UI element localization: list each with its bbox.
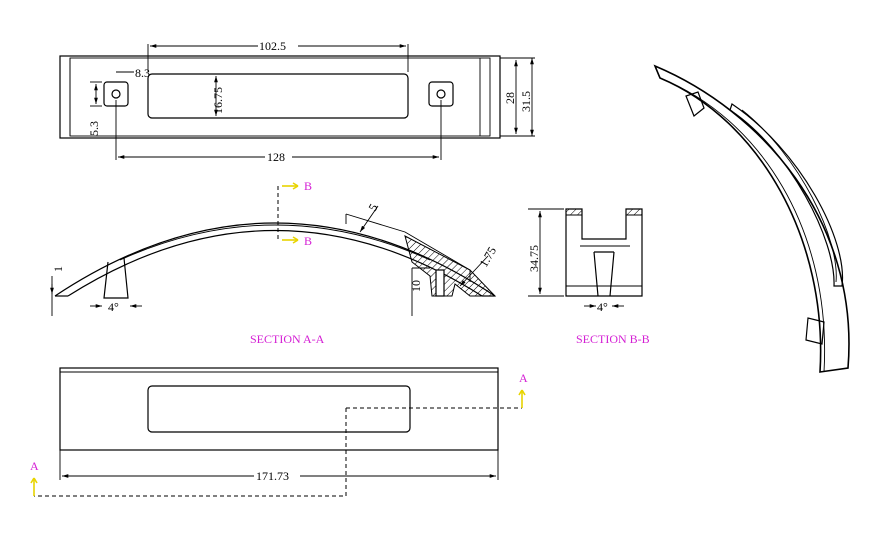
right-hole (436, 89, 446, 99)
slot-outline (147, 73, 409, 119)
dim-secb-angle: 4° (597, 300, 608, 314)
marker-b-bottom: B (304, 234, 312, 248)
dim-height-outer: 31.5 (519, 91, 533, 112)
marker-a-right: A (519, 371, 528, 385)
dim-height-inner: 28 (503, 92, 517, 104)
dim-left-small: 5.3 (87, 121, 101, 136)
marker-a-left: A (30, 459, 39, 473)
iso-leg-top (685, 91, 705, 117)
section-bb-label: SECTION B-B (576, 332, 650, 346)
dim-hole-spacing: 128 (267, 150, 285, 164)
iso-leg-bottom (805, 317, 825, 345)
left-hole (111, 89, 121, 99)
marker-b-top: B (304, 179, 312, 193)
iso-outer-body (653, 64, 850, 373)
dim-arc-thickness: 5 (365, 201, 380, 213)
dim-slot-height: 16.75 (211, 87, 225, 114)
left-leg (103, 257, 129, 299)
isometric-view (653, 64, 850, 373)
iso-slot (729, 103, 844, 287)
dim-arc-end: 1 (51, 266, 65, 272)
dim-bottom-length: 171.73 (256, 469, 289, 483)
hatched-section (404, 235, 497, 297)
dim-arc-angle: 4° (108, 300, 119, 314)
bottom-view: A A 171.73 (30, 367, 528, 497)
section-aa-label: SECTION A-A (250, 332, 325, 346)
section-bb-view: 34.75 4° SECTION B-B (527, 208, 650, 346)
dim-top-length: 102.5 (259, 39, 286, 53)
dim-arc-wall: 1.75 (476, 244, 499, 269)
top-view: 102.5 8.3 16.75 5.3 28 31.5 128 (59, 39, 535, 164)
dim-arc-leg: 10 (409, 280, 423, 292)
dim-secb-height: 34.75 (527, 245, 541, 272)
section-aa-view: B B 5 1 4° 1.75 10 SECTION A-A (50, 179, 499, 346)
bottom-slot (147, 385, 411, 433)
dim-top-offset: 8.3 (135, 66, 150, 80)
